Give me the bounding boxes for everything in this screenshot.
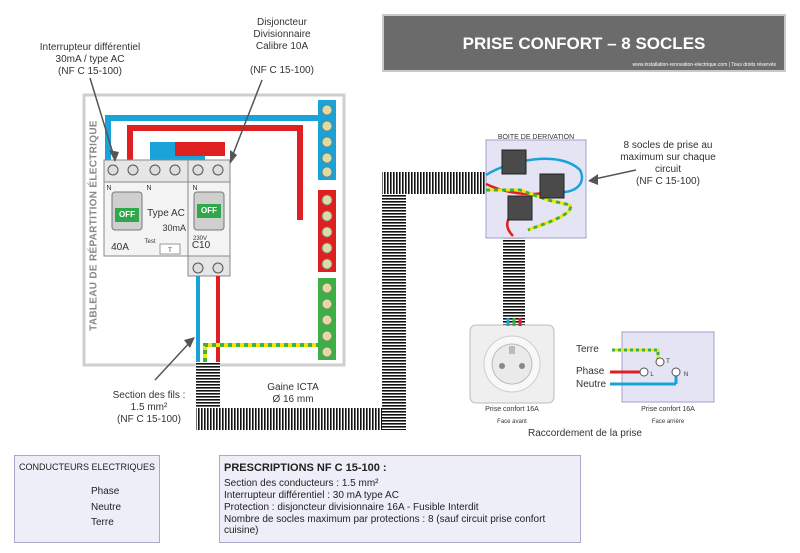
conduit-vertical-mid bbox=[382, 172, 406, 430]
wago-connector-2 bbox=[539, 173, 565, 199]
prescription-line: Interrupteur différentiel : 30 mA type A… bbox=[224, 490, 399, 501]
n-terminal: N bbox=[683, 372, 689, 378]
legend-neutre: Neutre bbox=[91, 502, 122, 513]
supply-neutral-wire bbox=[105, 115, 328, 160]
label-boite: BOITE DE DERIVATION bbox=[497, 134, 575, 141]
prescription-line: Section des conducteurs : 1.5 mm² bbox=[224, 478, 379, 489]
site-credit: www.installation-renovation-electrique.c… bbox=[632, 62, 777, 68]
off-label-2: OFF bbox=[201, 206, 217, 215]
conduit-to-socket bbox=[503, 238, 525, 328]
legend-phase: Phase bbox=[91, 486, 120, 497]
prescriptions-box: PRESCRIPTIONS NF C 15-100 : Section des … bbox=[219, 455, 581, 543]
breaker-n-2: N bbox=[146, 185, 152, 192]
v230-label: 230V bbox=[192, 236, 207, 242]
differential-switch bbox=[103, 159, 189, 257]
off-label-1: OFF bbox=[119, 210, 135, 219]
legend-title: CONDUCTEURS ELECTRIQUES bbox=[19, 462, 156, 472]
conduit-top bbox=[382, 172, 486, 194]
prescription-line: Nombre de socles maximum par protections… bbox=[224, 514, 546, 536]
t-terminal: T bbox=[666, 359, 670, 365]
type-ac-label: Type AC bbox=[147, 208, 185, 219]
l-terminal: L bbox=[650, 372, 654, 378]
page-title: PRISE CONFORT – 8 SOCLES bbox=[462, 34, 706, 53]
ma-label: 30mA bbox=[162, 223, 186, 233]
breaker-n-3: N bbox=[192, 185, 198, 192]
arrow-differential bbox=[89, 77, 116, 161]
c10-label: C10 bbox=[191, 240, 211, 251]
comb-bar-red bbox=[175, 142, 225, 156]
legend: CONDUCTEURS ELECTRIQUES Phase Neutre Ter… bbox=[14, 455, 160, 543]
out-earth-wire-stripe bbox=[203, 343, 322, 362]
legend-terre: Terre bbox=[91, 517, 114, 528]
wago-connector-1 bbox=[501, 149, 527, 175]
arrow-section bbox=[154, 339, 193, 381]
prescriptions-title: PRESCRIPTIONS NF C 15-100 : bbox=[224, 462, 387, 474]
arrow-breaker bbox=[229, 79, 263, 163]
raccordement-label: Raccordement de la prise bbox=[528, 428, 642, 439]
panel-label: TABLEAU DE RÉPARTITION ÉLECTRIQUE bbox=[88, 120, 100, 331]
wago-connector-3 bbox=[507, 195, 533, 221]
socket-back bbox=[621, 331, 715, 403]
phase-label: Phase bbox=[576, 366, 605, 377]
breaker-n-1: N bbox=[106, 185, 112, 192]
prescription-line: Protection : disjoncteur divisionnaire 1… bbox=[224, 502, 479, 513]
test-button bbox=[159, 243, 181, 255]
terre-label: Terre bbox=[576, 344, 599, 355]
bar-screws bbox=[321, 104, 333, 358]
conduit-bottom bbox=[196, 408, 406, 430]
rating-label: 40A bbox=[111, 242, 129, 253]
divisional-breaker bbox=[187, 159, 231, 277]
title-bar: PRISE CONFORT – 8 SOCLES www.installatio… bbox=[382, 14, 786, 72]
supply-phase-wire bbox=[127, 125, 303, 220]
t-button-label[interactable]: T bbox=[168, 248, 172, 254]
neutre-label: Neutre bbox=[576, 379, 607, 390]
label-section: Section des fils :1.5 mm²(NF C 15-100) bbox=[112, 390, 186, 425]
test-label: Test bbox=[144, 239, 156, 245]
